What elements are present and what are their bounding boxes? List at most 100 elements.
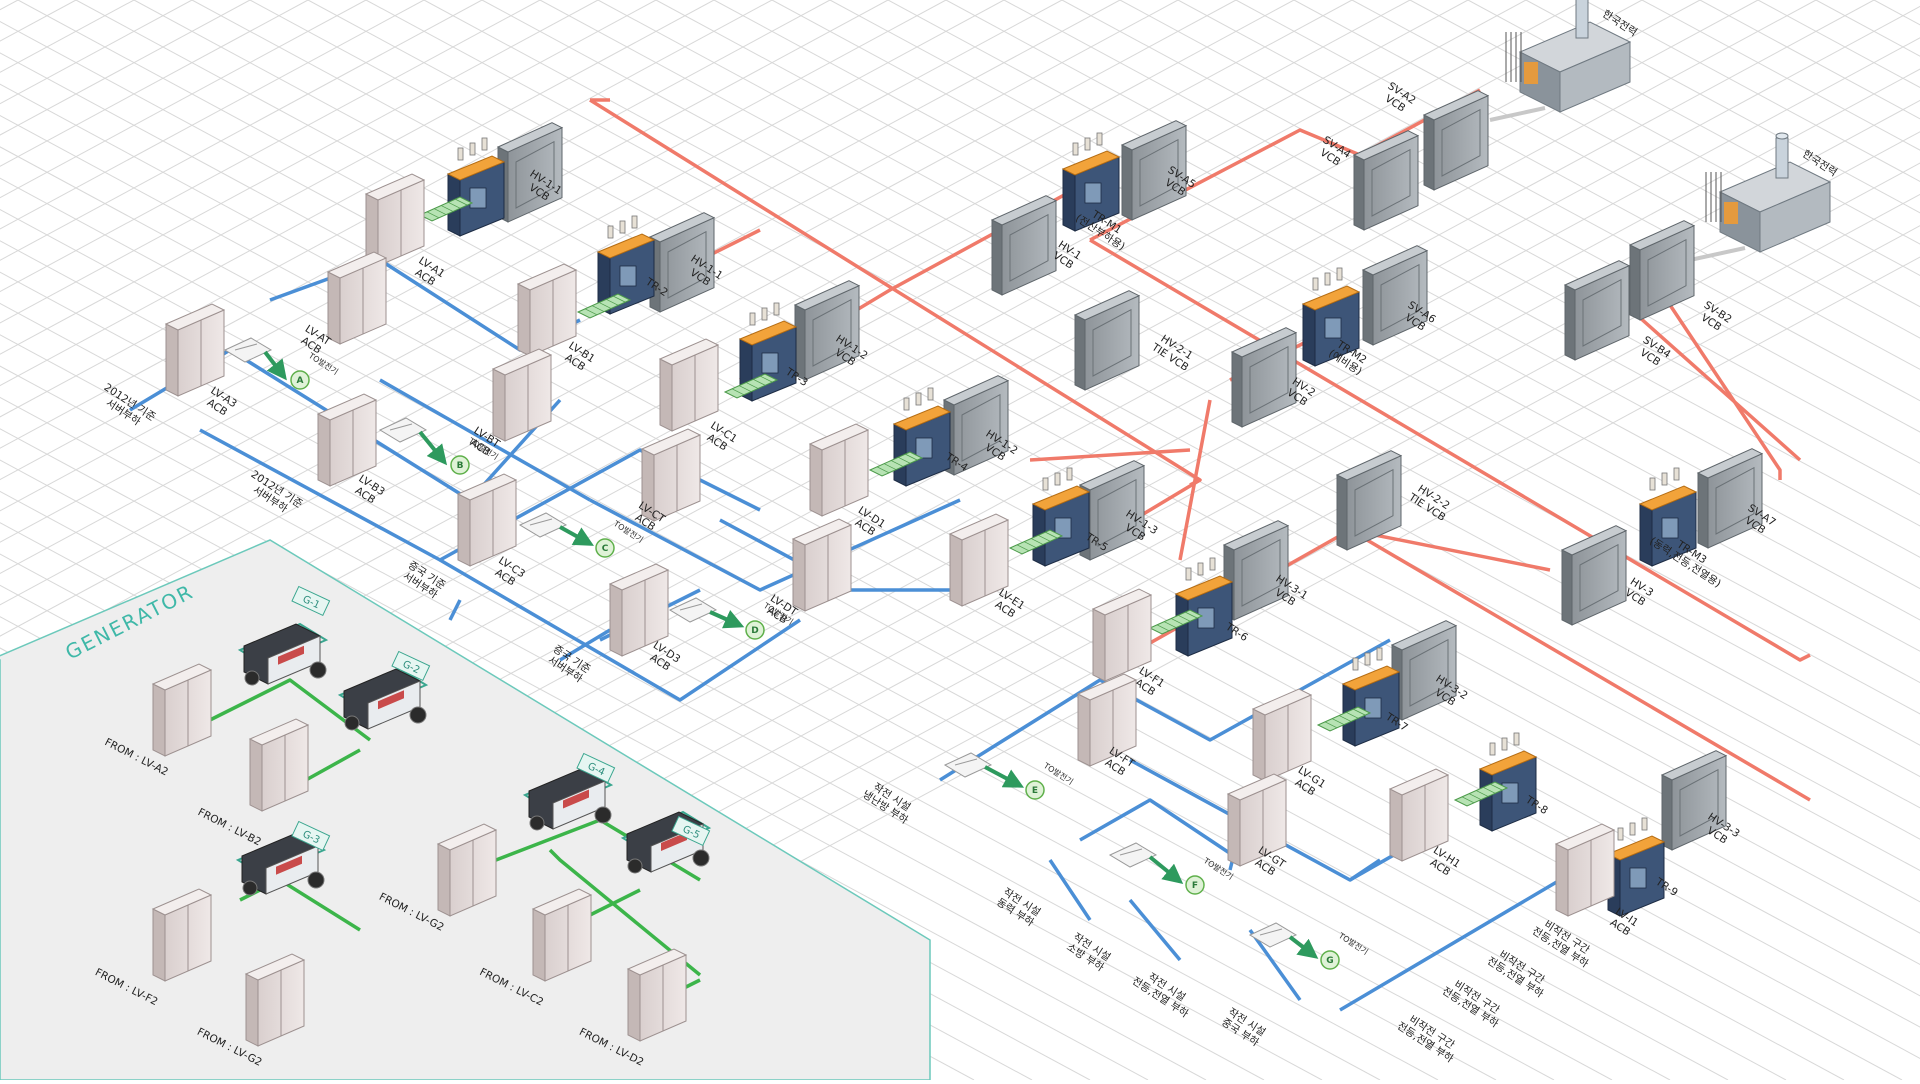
ats-switch-to-f[interactable] [1108,842,1158,868]
transformer-tr-m2[interactable] [1301,267,1361,367]
transformer-tr-m3[interactable] [1638,467,1698,567]
acb-lv-a3[interactable] [164,303,226,397]
bus-duct-1 [418,196,474,222]
grid-line [423,0,1920,809]
acb-lv-g1[interactable] [1251,688,1313,782]
acb-lv-c3[interactable] [456,473,518,567]
vcb-panel-hv-2[interactable] [1230,327,1298,428]
ats-switch-to-e[interactable] [943,752,993,778]
vcb-panel-sv-a6[interactable] [1361,245,1429,346]
acb-lv-bt[interactable] [491,348,553,442]
generator-tag-box-g-3 [291,820,331,852]
acb-lv-ft[interactable] [1076,673,1138,767]
hv-1-3-link [1029,448,1191,462]
grid-line [945,0,1920,527]
transformer-tr-9[interactable] [1606,817,1666,917]
grid-line [0,240,1555,1081]
vcb-panel-sv-a2[interactable] [1422,90,1490,191]
vcb-panel-hv-3-3[interactable] [1660,750,1728,851]
load-label-load-i3: 비작전 구간전등,전열 부하 [1440,975,1508,1031]
hv-sv-a7-link [1658,289,1782,480]
transformer-tr-4[interactable] [892,387,952,487]
transformer-tr-m1[interactable] [1061,132,1121,232]
vcb-panel-hv-1[interactable] [990,195,1058,296]
acb-lv-i1[interactable] [1554,823,1616,917]
generator-panel-6[interactable] [531,888,593,982]
vcb-panel-hv-2-1[interactable] [1073,290,1141,391]
acb-lv-d1[interactable] [808,423,870,517]
ats-switch-to-g[interactable] [1248,922,1298,948]
bus-duct-3 [723,373,779,399]
acb-lv-c1[interactable] [658,338,720,432]
generator-g-2[interactable] [337,667,429,731]
vcb-panel-sv-b4[interactable] [1563,260,1631,361]
gen-g1-bus [189,678,372,742]
acb-lv-e1[interactable] [948,513,1010,607]
vcb-panel-hv-3-1[interactable] [1222,520,1290,621]
acb-lv-b1[interactable] [516,263,578,357]
grid-line [307,0,1920,872]
generator-badge-to-a[interactable] [290,370,310,390]
lv-f-bus [939,638,1391,782]
load-label-load-f2: 작전 시설소방 부하 [1064,931,1113,974]
acb-lv-h1[interactable] [1388,768,1450,862]
generator-panel-1[interactable] [151,663,213,757]
transformer-tr-6[interactable] [1174,557,1234,657]
generator-badge-to-g[interactable] [1320,950,1340,970]
transformer-hv-1-1-unit[interactable] [446,137,506,237]
generator-tag-box-g-5 [671,815,711,847]
vcb-panel-hv-1-2b[interactable] [942,375,1010,476]
generator-badge-to-f[interactable] [1185,875,1205,895]
generator-panel-5[interactable] [436,823,498,917]
load-label-load-i2: 비작전 구간전등,전열 부하 [1485,945,1553,1001]
utility-feed-2 [1689,246,1746,262]
generator-g-3[interactable] [235,832,327,896]
load-label-load-d: 증국 기준서버부하 [544,643,593,686]
vcb-panel-hv-3[interactable] [1560,525,1628,626]
grid-line [0,208,1613,1081]
vcb-panel-hv-3-2[interactable] [1390,620,1458,721]
acb-lv-dt[interactable] [791,518,853,612]
grid-line [17,0,1920,1028]
acb-lv-at[interactable] [326,251,388,345]
acb-lv-ct[interactable] [640,428,702,522]
vcb-panel-hv-2-2[interactable] [1335,450,1403,551]
acb-lv-f1[interactable] [1091,588,1153,682]
ats-switch-to-a[interactable] [223,337,273,363]
vcb-panel-sv-a7[interactable] [1696,448,1764,549]
generator-badge-to-c[interactable] [595,538,615,558]
transformer-tr-5[interactable] [1031,467,1091,567]
vcb-label-hv-2-2: HV-2-2TIE VCB [1406,481,1455,524]
generator-arrow-to-a [263,350,287,381]
acb-lv-d3[interactable] [608,563,670,657]
bus-duct-4 [868,451,924,477]
transformer-tr-8[interactable] [1478,732,1538,832]
ats-switch-to-d[interactable] [668,597,718,623]
vcb-panel-sv-a5[interactable] [1120,120,1188,221]
generator-panel-7[interactable] [626,948,688,1042]
acb-label-lv-g1: LV-G1ACB [1289,764,1327,801]
generator-badge-to-e[interactable] [1025,780,1045,800]
generator-tag-text-to-g: TO발전기 [1336,930,1370,957]
acb-lv-gt[interactable] [1226,773,1288,867]
vcb-panel-hv-1-1b[interactable] [648,212,716,313]
vcb-panel-sv-b2[interactable] [1628,220,1696,321]
grid-line [0,396,1265,1081]
generator-panel-3[interactable] [151,888,213,982]
generator-panel-4[interactable] [244,953,306,1047]
grid-line [0,0,483,261]
generator-badge-to-d[interactable] [745,620,765,640]
ats-switch-to-c[interactable] [518,512,568,538]
vcb-panel-sv-a4[interactable] [1352,130,1420,231]
acb-lv-a1[interactable] [364,173,426,267]
generator-arrow-to-b [418,430,448,466]
grid-line [0,0,541,293]
ats-switch-to-b[interactable] [378,417,428,443]
generator-g-4[interactable] [522,767,614,831]
generator-g-1[interactable] [237,622,329,686]
generator-badge-letter-to-b: B [457,461,464,471]
generator-panel-2[interactable] [248,718,310,812]
acb-lv-b3[interactable] [316,393,378,487]
generator-badge-to-b[interactable] [450,455,470,475]
lv-g-load-3 [1248,928,1302,1002]
